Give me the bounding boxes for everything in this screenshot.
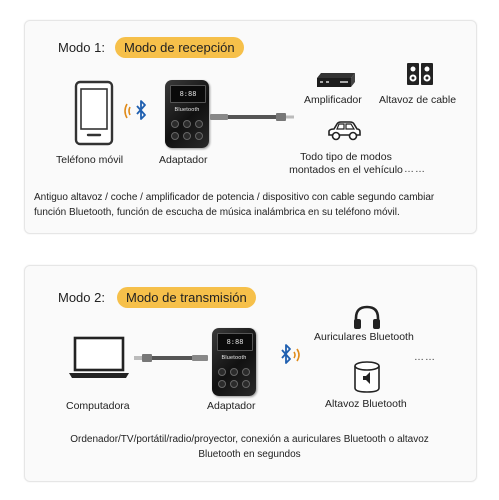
bluetooth-signal-icon: [124, 100, 146, 120]
car-caption-dots: ……: [404, 164, 426, 175]
computer-caption: Computadora: [66, 400, 130, 412]
laptop-icon: [69, 336, 129, 378]
bluetooth-speaker-icon: [354, 361, 380, 393]
adapter-brand: Bluetooth: [174, 107, 200, 113]
mode2-dots: ……: [414, 352, 436, 363]
bluetooth-adapter-image-2: 8:88 Bluetooth: [212, 328, 256, 396]
phone-caption: Teléfono móvil: [56, 154, 124, 166]
adapter-screen-2: 8:88: [217, 333, 253, 351]
adapter-brand-2: Bluetooth: [221, 355, 247, 361]
wired-speaker-caption: Altavoz de cable: [379, 94, 457, 106]
aux-cable-icon-2: [134, 354, 208, 362]
amplifier-icon: [317, 73, 355, 87]
car-icon: [328, 121, 361, 141]
amplifier-caption: Amplificador: [304, 94, 362, 106]
speaker-icon: [407, 63, 433, 85]
mode2-pill: Modo de transmisión: [117, 287, 256, 308]
car-caption-line2: montados en el vehículo: [289, 164, 403, 176]
car-caption-line1: Todo tipo de modos: [300, 151, 392, 163]
bluetooth-speaker-caption: Altavoz Bluetooth: [325, 398, 407, 410]
mode1-description-line1: Antiguo altavoz / coche / amplificador d…: [34, 192, 435, 203]
mode2-label: Modo 2:: [58, 290, 105, 305]
headphones-caption: Auriculares Bluetooth: [314, 331, 414, 343]
aux-cable-icon: [210, 113, 294, 121]
mode2-description-line1: Ordenador/TV/portátil/radio/proyector, c…: [70, 434, 429, 445]
mode1-label: Modo 1:: [58, 40, 105, 55]
mode1-description-line2: función Bluetooth, función de escucha de…: [34, 207, 400, 218]
bluetooth-adapter-image: 8:88 Bluetooth: [165, 80, 209, 148]
headphones-icon: [354, 305, 380, 329]
mode2-description-line2: Bluetooth en segundos: [198, 449, 301, 460]
mode1-pill: Modo de recepción: [115, 37, 244, 58]
adapter-caption-2: Adaptador: [207, 400, 256, 412]
bluetooth-signal-icon-2: [281, 344, 300, 364]
adapter-caption-1: Adaptador: [159, 154, 208, 166]
phone-icon: [74, 80, 114, 146]
adapter-screen: 8:88: [170, 85, 206, 103]
